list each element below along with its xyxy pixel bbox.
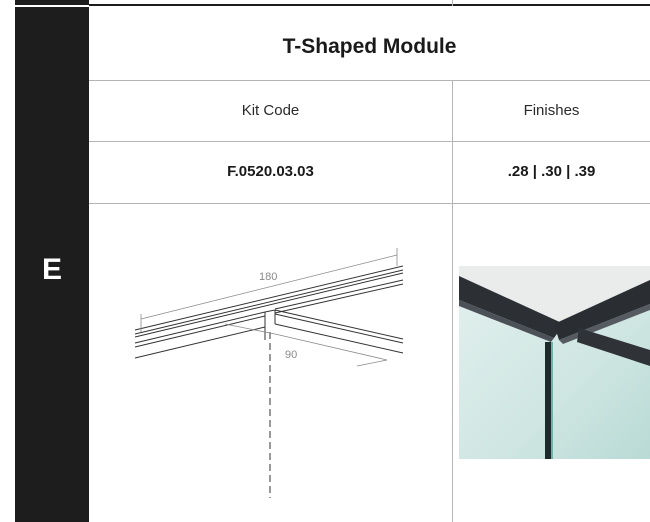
main-rail-edge-1	[134, 265, 404, 331]
kit-code-header: Kit Code	[241, 102, 300, 119]
main-rail-lower-4	[274, 279, 404, 310]
main-rail-edge-2	[134, 269, 404, 335]
branch-rail-edge-3	[274, 323, 404, 354]
joint-top	[264, 309, 276, 313]
branch-rail-edge-2	[274, 313, 404, 344]
branch-rail-edge-1	[274, 309, 404, 340]
divider-title	[89, 80, 650, 81]
dim-180-label: 180	[259, 271, 277, 283]
module-title: T-Shaped Module	[282, 35, 457, 58]
frame-post-highlight	[551, 342, 553, 459]
t-module-technical-drawing: 180 90	[134, 248, 404, 498]
main-rail-lower-5	[274, 283, 404, 314]
frame-post	[545, 342, 551, 459]
dim-90-label: 90	[285, 349, 297, 361]
divider-values	[89, 203, 650, 204]
main-rail-edge-3	[134, 272, 404, 338]
frame-beam-left	[459, 276, 564, 338]
main-rail-lower-2	[134, 315, 266, 348]
dim-90-line	[274, 333, 388, 361]
column-divider	[452, 80, 453, 522]
section-sidebar: E	[15, 0, 89, 522]
dim-180-line	[140, 254, 398, 320]
finishes-value: .28 | .30 | .39	[507, 163, 596, 180]
kit-code-value: F.0520.03.03	[227, 163, 314, 180]
main-rail-lower-3	[134, 326, 266, 359]
sidebar-top-cut	[15, 0, 89, 7]
finishes-header: Finishes	[523, 102, 580, 119]
frame-beam-right	[554, 280, 650, 340]
frame-beam-branch	[577, 328, 650, 366]
section-letter: E	[41, 253, 62, 286]
dim-90-tick	[356, 359, 388, 367]
frame-beam-left-edge	[459, 300, 554, 342]
main-rail-lower-1	[134, 311, 266, 344]
divider-header	[89, 141, 650, 142]
top-column-divider	[452, 0, 453, 6]
t-module-photo	[459, 266, 650, 459]
top-rule	[89, 4, 650, 6]
dim-90-extension	[224, 323, 276, 335]
